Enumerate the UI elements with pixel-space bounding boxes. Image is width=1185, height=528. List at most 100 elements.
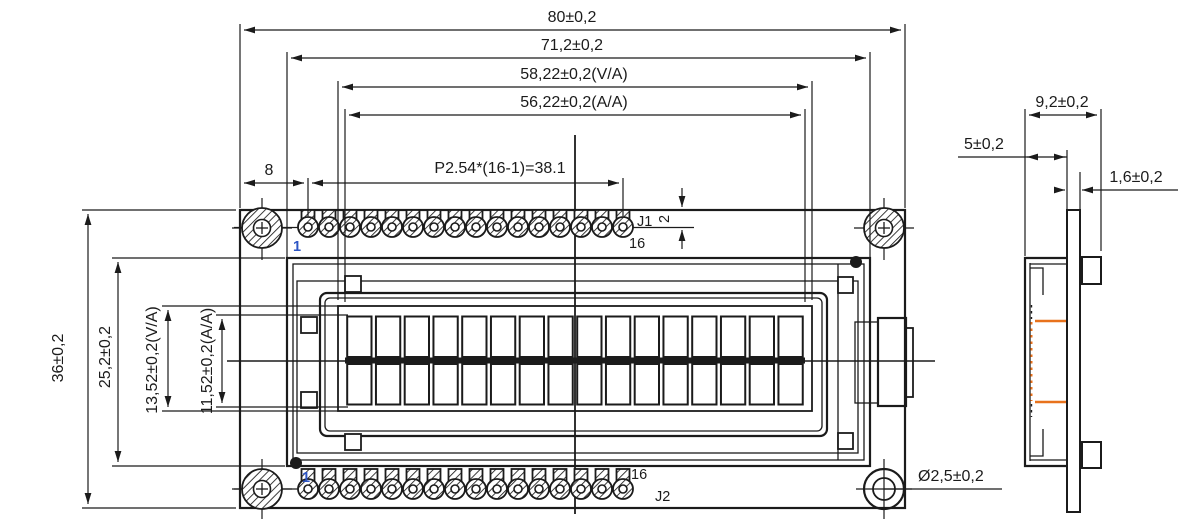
dim-bezel-width-label: 71,2±0,2: [541, 37, 603, 54]
side-bezel-tab-bottom: [1081, 441, 1102, 469]
pin-hole: [555, 484, 565, 494]
dim-total-depth-label: 9,2±0,2: [1035, 94, 1088, 111]
character-cell: [518, 363, 546, 406]
side-frame-outline: [1023, 256, 1082, 468]
character-cell: [489, 315, 517, 358]
pin-hole: [408, 222, 418, 232]
side-frame-step-top: [1030, 267, 1044, 295]
dim-pcb-height-label: 36±0,2: [50, 333, 67, 382]
bezel-inner-line: [292, 263, 865, 461]
character-cell: [461, 315, 488, 358]
pin-hole: [576, 484, 586, 494]
j1-label: J1: [637, 214, 652, 230]
j2-pin16-label: 16: [631, 467, 647, 483]
display-window-outer: [318, 291, 829, 438]
dim-va-height-label: 13,52±0,2(V/A): [144, 306, 161, 414]
character-cell: [489, 363, 517, 406]
dim-pin1-offset-label: 8: [265, 162, 274, 179]
bezel-tab-right-bottom: [837, 432, 854, 450]
character-cell: [604, 315, 632, 358]
pin-hole: [555, 222, 565, 232]
pin-hole: [450, 222, 460, 232]
character-cell: [633, 363, 661, 406]
pin1-dot-j2-side: [290, 457, 302, 469]
pin-hole: [345, 222, 355, 232]
character-cell: [777, 315, 804, 358]
bezel-outline: [285, 256, 872, 468]
pin1-dot-j1-side: [850, 256, 862, 268]
dim-pcb-thickness-label: 1,6±0,2: [1109, 169, 1162, 186]
character-cell: [403, 315, 431, 358]
side-frame-step-bottom: [1030, 429, 1044, 457]
character-cell: [576, 315, 603, 358]
viewing-area-outline: [337, 305, 813, 412]
bezel-tab-bottom: [344, 433, 362, 451]
pin-hole: [345, 484, 355, 494]
pin-hole: [450, 484, 460, 494]
pin-hole: [387, 222, 397, 232]
character-cell: [748, 363, 776, 406]
character-cell: [374, 315, 402, 358]
character-cell: [432, 315, 459, 358]
character-cell: [691, 363, 718, 406]
character-cell: [748, 315, 776, 358]
j1-pin16-label: 16: [629, 236, 645, 252]
pin-hole: [471, 484, 481, 494]
character-cell: [547, 363, 574, 406]
pin-hole: [597, 222, 607, 232]
lcd-frame-line: [296, 280, 859, 454]
character-cell: [777, 363, 804, 406]
character-cell: [374, 363, 402, 406]
j2-pin1-label: 1: [302, 470, 310, 486]
dim-bezel-height-label: 25,2±0,2: [97, 326, 114, 388]
character-cell: [518, 315, 546, 358]
character-cell: [432, 363, 459, 406]
pin-hole: [513, 222, 523, 232]
pin-hole: [324, 484, 334, 494]
pin-hole: [408, 484, 418, 494]
character-cell: [691, 315, 718, 358]
character-cell: [547, 315, 574, 358]
bezel-tab-left-top: [300, 316, 318, 334]
character-cell: [576, 363, 603, 406]
pin-hole: [429, 484, 439, 494]
character-cell: [719, 315, 747, 358]
bezel-tab-top: [344, 275, 362, 293]
character-cell-grid: [346, 315, 804, 406]
pin-hole: [429, 222, 439, 232]
pin-hole: [534, 222, 544, 232]
pin-hole: [576, 222, 586, 232]
pin-hole: [303, 484, 313, 494]
dim-bezel-to-pcb-label: 5±0,2: [964, 136, 1004, 153]
front-view: 1 J1 16 1 16 J2: [232, 198, 914, 519]
side-pcb-and-pins: [1066, 209, 1081, 513]
side-view: [1023, 209, 1102, 513]
connector-j2-pins: [297, 468, 634, 500]
side-bezel-tab-top: [1081, 256, 1102, 285]
connector-j1-pins: [297, 209, 634, 238]
mounting-hole-bottom-left: [232, 459, 292, 519]
dim-pin-row-offset-label: 2: [657, 215, 673, 223]
dim-pin-pitch-label: P2.54*(16-1)=38.1: [434, 160, 565, 177]
side-connector-lip: [905, 327, 914, 398]
dim-va-width-label: 58,22±0,2(V/A): [520, 66, 628, 83]
side-connector-body: [876, 316, 908, 408]
pin-hole: [324, 222, 334, 232]
pin-hole: [303, 222, 313, 232]
character-cell: [662, 315, 689, 358]
character-cell: [662, 363, 689, 406]
dim-aa-width-label: 56,22±0,2(A/A): [520, 94, 628, 111]
character-cell: [461, 363, 488, 406]
j2-label: J2: [655, 489, 670, 505]
bezel-tab-right-top: [837, 276, 854, 294]
mounting-hole-top-right: [854, 198, 914, 260]
character-cell: [346, 363, 373, 406]
character-cell: [633, 315, 661, 358]
character-cell: [719, 363, 747, 406]
character-cell: [604, 363, 632, 406]
bezel-tab-left-bottom: [300, 391, 318, 409]
display-window-inner: [324, 297, 823, 432]
character-cell: [403, 363, 431, 406]
